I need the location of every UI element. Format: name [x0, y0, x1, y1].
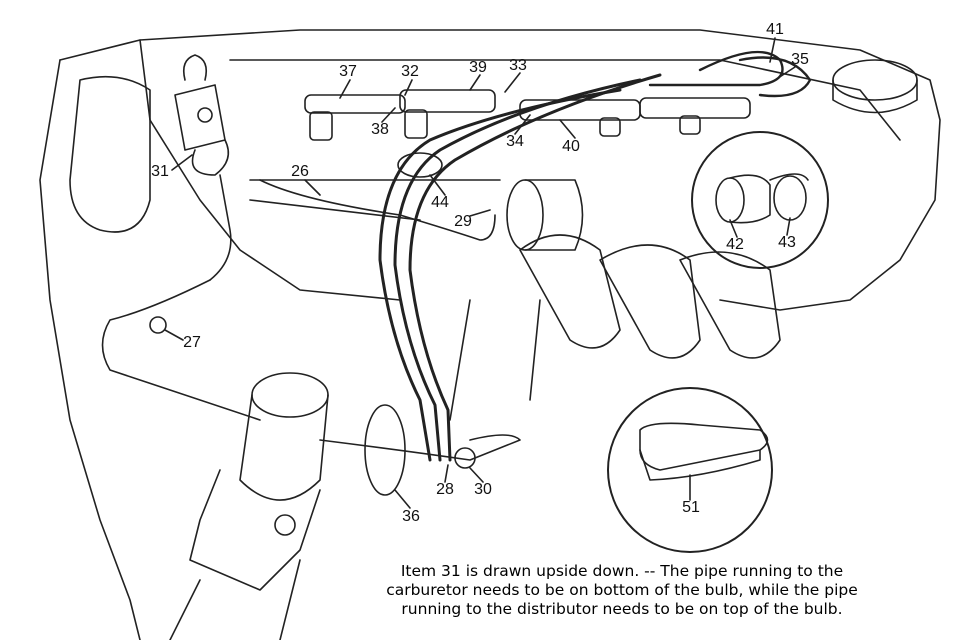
callout-30: 30 — [474, 481, 492, 498]
callout-40: 40 — [562, 138, 580, 155]
callout-28: 28 — [436, 481, 454, 498]
callout-33: 33 — [509, 57, 527, 74]
callout-39: 39 — [469, 59, 487, 76]
callout-36: 36 — [402, 508, 420, 525]
caption-line-1: Item 31 is drawn upside down. -- The pip… — [400, 562, 844, 580]
callout-26: 26 — [291, 163, 309, 180]
callout-34: 34 — [506, 133, 524, 150]
callout-43: 43 — [778, 234, 796, 251]
caption-line-2: carburetor needs to be on bottom of the … — [386, 581, 858, 599]
callout-41: 41 — [766, 21, 784, 38]
caption-note: Item 31 is drawn upside down. -- The pip… — [322, 562, 922, 619]
callout-42: 42 — [726, 236, 744, 253]
callout-32: 32 — [401, 63, 419, 80]
callout-51: 51 — [682, 499, 700, 516]
callout-29: 29 — [454, 213, 472, 230]
caption-line-3: running to the distributor needs to be o… — [401, 600, 843, 618]
callout-37: 37 — [339, 63, 357, 80]
callout-35: 35 — [791, 51, 809, 68]
callout-27: 27 — [183, 334, 201, 351]
callout-44: 44 — [431, 194, 449, 211]
callout-38: 38 — [371, 121, 389, 138]
callout-31: 31 — [151, 163, 169, 180]
